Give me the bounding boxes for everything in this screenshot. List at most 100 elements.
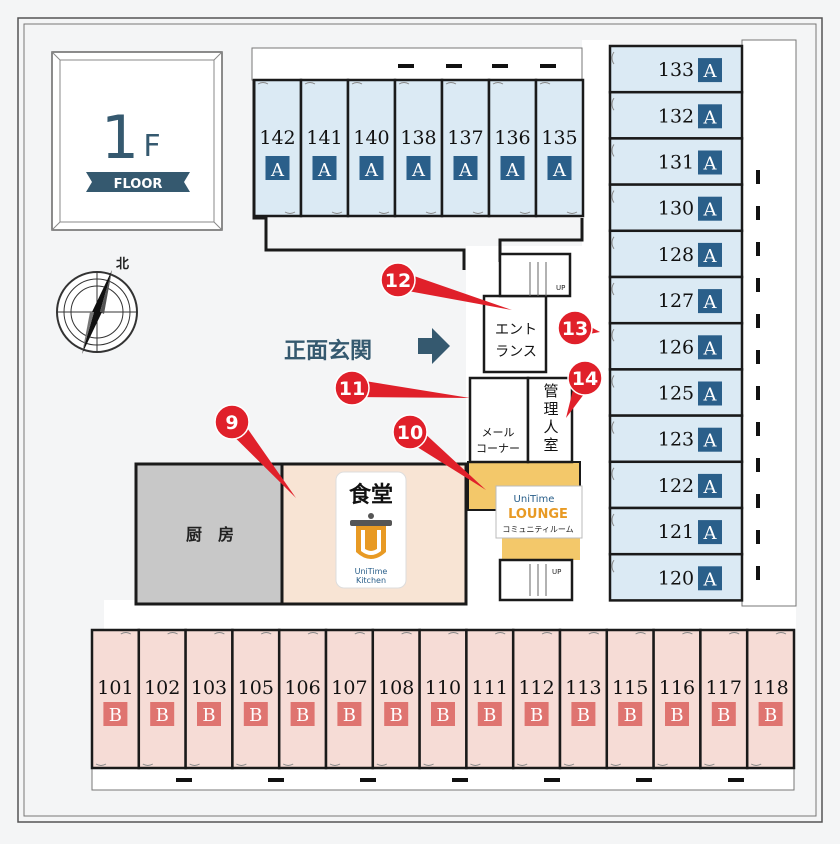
inner-frame <box>23 23 817 817</box>
room-number: 127 <box>658 290 694 312</box>
room-type: B <box>483 705 496 726</box>
room-type-badge <box>312 156 337 180</box>
pot-icon <box>350 513 392 559</box>
marker-13: 13 <box>557 310 600 346</box>
stairs <box>529 262 547 596</box>
room-number: 138 <box>400 127 436 149</box>
svg-text:13: 13 <box>562 318 588 340</box>
room-number: 110 <box>425 677 461 699</box>
svg-text:12: 12 <box>385 270 411 292</box>
marker-10: 10 <box>392 414 486 490</box>
room-type-badge <box>359 156 384 180</box>
room-type: A <box>703 385 718 406</box>
room-type-badge <box>431 702 455 726</box>
room-type-badge <box>337 702 362 726</box>
room-number: 136 <box>494 127 530 149</box>
stairs-up-top: UP <box>556 284 565 292</box>
room-type: A <box>505 160 520 181</box>
room-number: 128 <box>658 244 694 266</box>
room-type: A <box>703 523 718 544</box>
room-type-badge <box>103 702 128 726</box>
room-type-badge <box>698 289 722 314</box>
svg-text:管: 管 <box>543 382 558 400</box>
svg-text:ランス: ランス <box>495 344 537 360</box>
room-type-badge <box>698 104 722 129</box>
room-number: 112 <box>518 677 554 699</box>
room-type-badge <box>290 702 315 726</box>
room-number: 116 <box>659 677 695 699</box>
room-number: 132 <box>658 105 694 127</box>
svg-text:11: 11 <box>339 378 365 400</box>
room-type: B <box>530 705 543 726</box>
room-number: 101 <box>97 677 133 699</box>
room-type: A <box>703 292 718 313</box>
room-type-badge <box>547 156 572 180</box>
lounge-brand: UniTime <box>514 494 555 505</box>
room-number: 141 <box>306 127 342 149</box>
room-type-badge <box>571 702 596 726</box>
dining-label: 食堂 <box>349 482 393 508</box>
svg-text:10: 10 <box>397 422 423 444</box>
svg-text:室: 室 <box>543 436 558 454</box>
room-127: 127 A <box>608 275 744 325</box>
room-type: B <box>390 705 403 726</box>
room-type: B <box>202 705 215 726</box>
room-number: 113 <box>565 677 601 699</box>
room-type: A <box>270 160 285 181</box>
marker-11: 11 <box>334 370 470 406</box>
entrance-arrow-icon <box>418 328 450 364</box>
floor-number: 1 <box>101 103 139 173</box>
room-type: B <box>436 705 449 726</box>
room-number: 126 <box>658 336 694 358</box>
room-type-badge <box>711 702 736 726</box>
room-type: B <box>670 705 683 726</box>
kitchen-label: 厨 房 <box>186 525 234 544</box>
floor-label: FLOOR <box>114 177 163 192</box>
room-type: A <box>552 160 567 181</box>
room-number: 105 <box>238 677 274 699</box>
room-type: A <box>703 246 718 267</box>
room-type-badge <box>453 156 478 180</box>
svg-text:9: 9 <box>225 412 238 434</box>
room-type: A <box>703 107 718 128</box>
room-number: 106 <box>284 677 320 699</box>
room-type-badge <box>698 242 722 267</box>
svg-text:メール: メール <box>482 426 515 439</box>
room-type: B <box>343 705 356 726</box>
compass-north: 北 <box>116 257 129 272</box>
lounge-area: UniTime LOUNGE コミュニティルーム <box>467 461 583 560</box>
marker-12: 12 <box>380 262 512 310</box>
room-type-badge <box>384 702 409 726</box>
room-type-badge <box>150 702 175 726</box>
marker-9: 9 <box>214 404 296 498</box>
room-number: 115 <box>612 677 648 699</box>
room-type: A <box>703 154 718 175</box>
room-type-badge <box>698 427 722 452</box>
room-number: 130 <box>658 198 694 220</box>
lounge-title: LOUNGE <box>508 507 568 522</box>
room-type: A <box>364 160 379 181</box>
room-number: 123 <box>658 429 694 451</box>
